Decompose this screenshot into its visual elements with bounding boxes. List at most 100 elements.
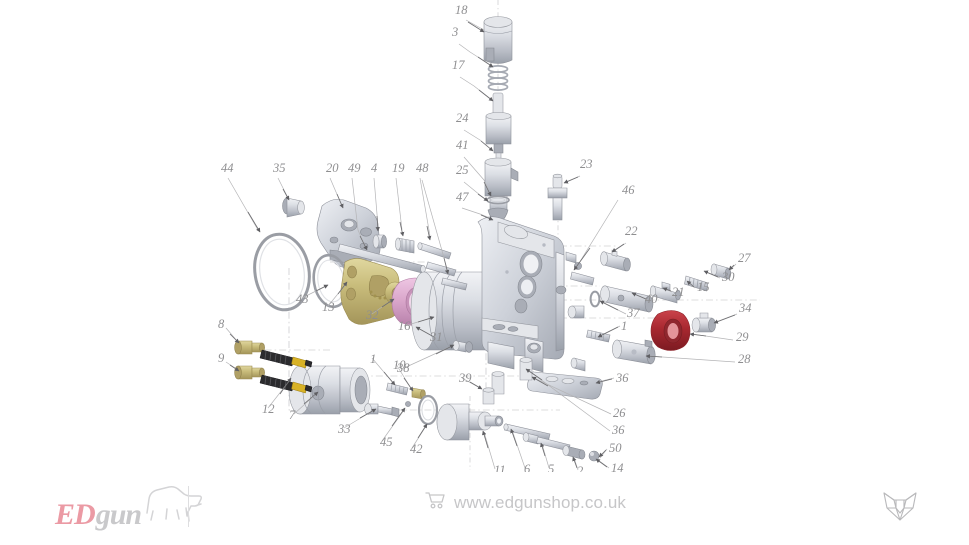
part-33-screw-assembly <box>364 403 400 418</box>
website-url-text: www.edgunshop.co.uk <box>454 492 627 512</box>
callout-label-spring-small: 30 <box>721 270 735 284</box>
part-1-grub-screw-left <box>386 382 409 396</box>
part-12-pressure-screw-lower <box>259 374 313 394</box>
callout-label-spacer: 39 <box>458 371 472 385</box>
callout-label-trigger-block: 28 <box>738 352 751 366</box>
callout-label-rail-plate: 26 <box>613 406 626 420</box>
edgun-brand-logo[interactable]: ED gun <box>55 486 205 530</box>
part-30-spring-small <box>710 263 732 280</box>
callout-label-brass-valve-body: 13 <box>322 300 335 314</box>
callout-label-bush: 4 <box>371 161 377 175</box>
part-38-roller-pair <box>452 340 473 353</box>
part-8-brass-adapter <box>234 340 265 355</box>
part-group-small-rods <box>372 234 468 291</box>
part-46-fastener-long <box>570 271 595 286</box>
leader-lines <box>225 19 738 471</box>
part-23-pin-shouldered <box>547 173 568 221</box>
callout-label-valve-stem: 17 <box>452 58 465 72</box>
callout-label-o-ring-small: 25 <box>456 163 469 177</box>
part-receiver-body <box>477 216 567 395</box>
page-footer: ED gun www.edgunshop.co.uk <box>0 472 969 545</box>
shopping-cart-icon <box>425 491 445 514</box>
callout-label-retainer-clip-label: 16 <box>398 319 411 333</box>
part-37-washer <box>589 290 601 308</box>
part-9-brass-adapter <box>234 365 265 380</box>
part-4-bush <box>372 234 387 249</box>
callout-label-pin-shouldered: 23 <box>580 157 593 171</box>
part-41-valve-body-insert <box>484 157 519 216</box>
callout-label-washer: 37 <box>626 306 640 320</box>
part-12-pressure-screw-upper <box>259 349 313 369</box>
callout-label-red-collar: 29 <box>736 330 749 344</box>
callout-label-brass-adapter: 9 <box>218 351 225 365</box>
footer-divider <box>188 486 189 527</box>
callout-label-shouldered-bush: 35 <box>272 161 286 175</box>
callout-label-pin: 36 <box>611 423 625 437</box>
part-group-right-cluster <box>519 249 732 400</box>
callout-label-pin-rod: 48 <box>416 161 429 175</box>
callout-label-knurled-screw: 34 <box>738 301 752 315</box>
part-11-bolt-probe-assembly <box>436 403 504 441</box>
callout-label-bushing: 50 <box>609 441 622 455</box>
callout-label-screw-assembly: 33 <box>337 422 351 436</box>
part-17-valve-stem <box>485 92 512 163</box>
callout-label-brass-fitting-small: 10 <box>393 358 406 372</box>
part-28-trigger-block <box>612 339 656 365</box>
callout-label-coil-spring: 15 <box>697 280 710 294</box>
callout-label-valve-spring: 3 <box>451 25 458 39</box>
part-48-pin-rod <box>417 242 452 260</box>
dog-silhouette-icon <box>143 483 205 528</box>
callout-label-valve-cap: 18 <box>455 3 468 17</box>
brand-text-gun: gun <box>95 498 142 531</box>
part-19-spring-guide <box>395 237 415 254</box>
callout-label-air-tank-manifold: 7 <box>289 408 296 422</box>
callout-label-plunger-rod: 21 <box>672 285 685 299</box>
part-10-brass-fitting-small <box>411 387 426 400</box>
part-35-shouldered-bush <box>282 197 305 218</box>
part-1-grub-screw-right <box>586 329 611 343</box>
callout-label-fastener-long: 46 <box>622 183 635 197</box>
callout-label-pressure-screw: 12 <box>262 402 275 416</box>
callout-label-sleeve-short: 2 <box>577 464 583 478</box>
callout-label-brass-adapter: 8 <box>218 317 225 331</box>
callout-label-grub-screw: 1 <box>621 319 627 333</box>
callout-label-bolt-probe-assembly: 11 <box>494 463 506 477</box>
callout-label-roller-pin-assembly: 22 <box>625 224 638 238</box>
part-39-spacer <box>482 387 495 405</box>
part-40-cylinder-sleeve <box>600 285 654 313</box>
callout-label-ball: 14 <box>611 461 624 475</box>
callout-label-striker-rod: 5 <box>548 462 554 476</box>
part-2-sleeve-short <box>562 445 586 460</box>
callout-label-bolt-handle: 36 <box>615 371 629 385</box>
callout-label-o-ring-medium: 42 <box>410 442 423 456</box>
callout-label-pin-small: 45 <box>380 435 393 449</box>
part-42-o-ring-medium <box>417 394 439 426</box>
part-34-knurled-screw <box>691 312 716 333</box>
callout-label-spring-guide: 19 <box>392 161 405 175</box>
part-45-pin-small <box>405 401 411 407</box>
callout-label-roller-pair: 38 <box>396 361 410 375</box>
callout-label-valve-seal-cone: 47 <box>456 190 469 204</box>
part-18-valve-cap <box>483 16 513 64</box>
part-21-plunger-rod <box>649 281 681 304</box>
callout-label-air-cylinder: 31 <box>429 330 443 344</box>
part-22-roller-pin-assembly <box>600 249 631 272</box>
part-44-o-ring-large <box>253 232 311 312</box>
callout-label-breech-block: 20 <box>326 161 339 175</box>
callout-label-valve-body-insert: 41 <box>456 138 469 152</box>
part-26-rail-plate <box>519 357 533 381</box>
callout-label-o-ring-inner: 43 <box>296 292 309 306</box>
website-link[interactable]: www.edgunshop.co.uk <box>425 491 626 514</box>
part-5-striker-rod <box>522 432 571 452</box>
part-group-valve-stack <box>483 16 519 224</box>
part-group-small-left <box>364 340 495 426</box>
brand-text-ed: ED <box>55 498 96 531</box>
part-group-small-misc-right <box>565 251 586 372</box>
wolf-head-icon <box>879 489 921 536</box>
part-group-bolt-assembly <box>436 403 600 462</box>
part-rod-extra-2 <box>441 277 468 291</box>
part-29-red-collar <box>650 310 691 351</box>
part-3-valve-spring <box>487 65 509 91</box>
